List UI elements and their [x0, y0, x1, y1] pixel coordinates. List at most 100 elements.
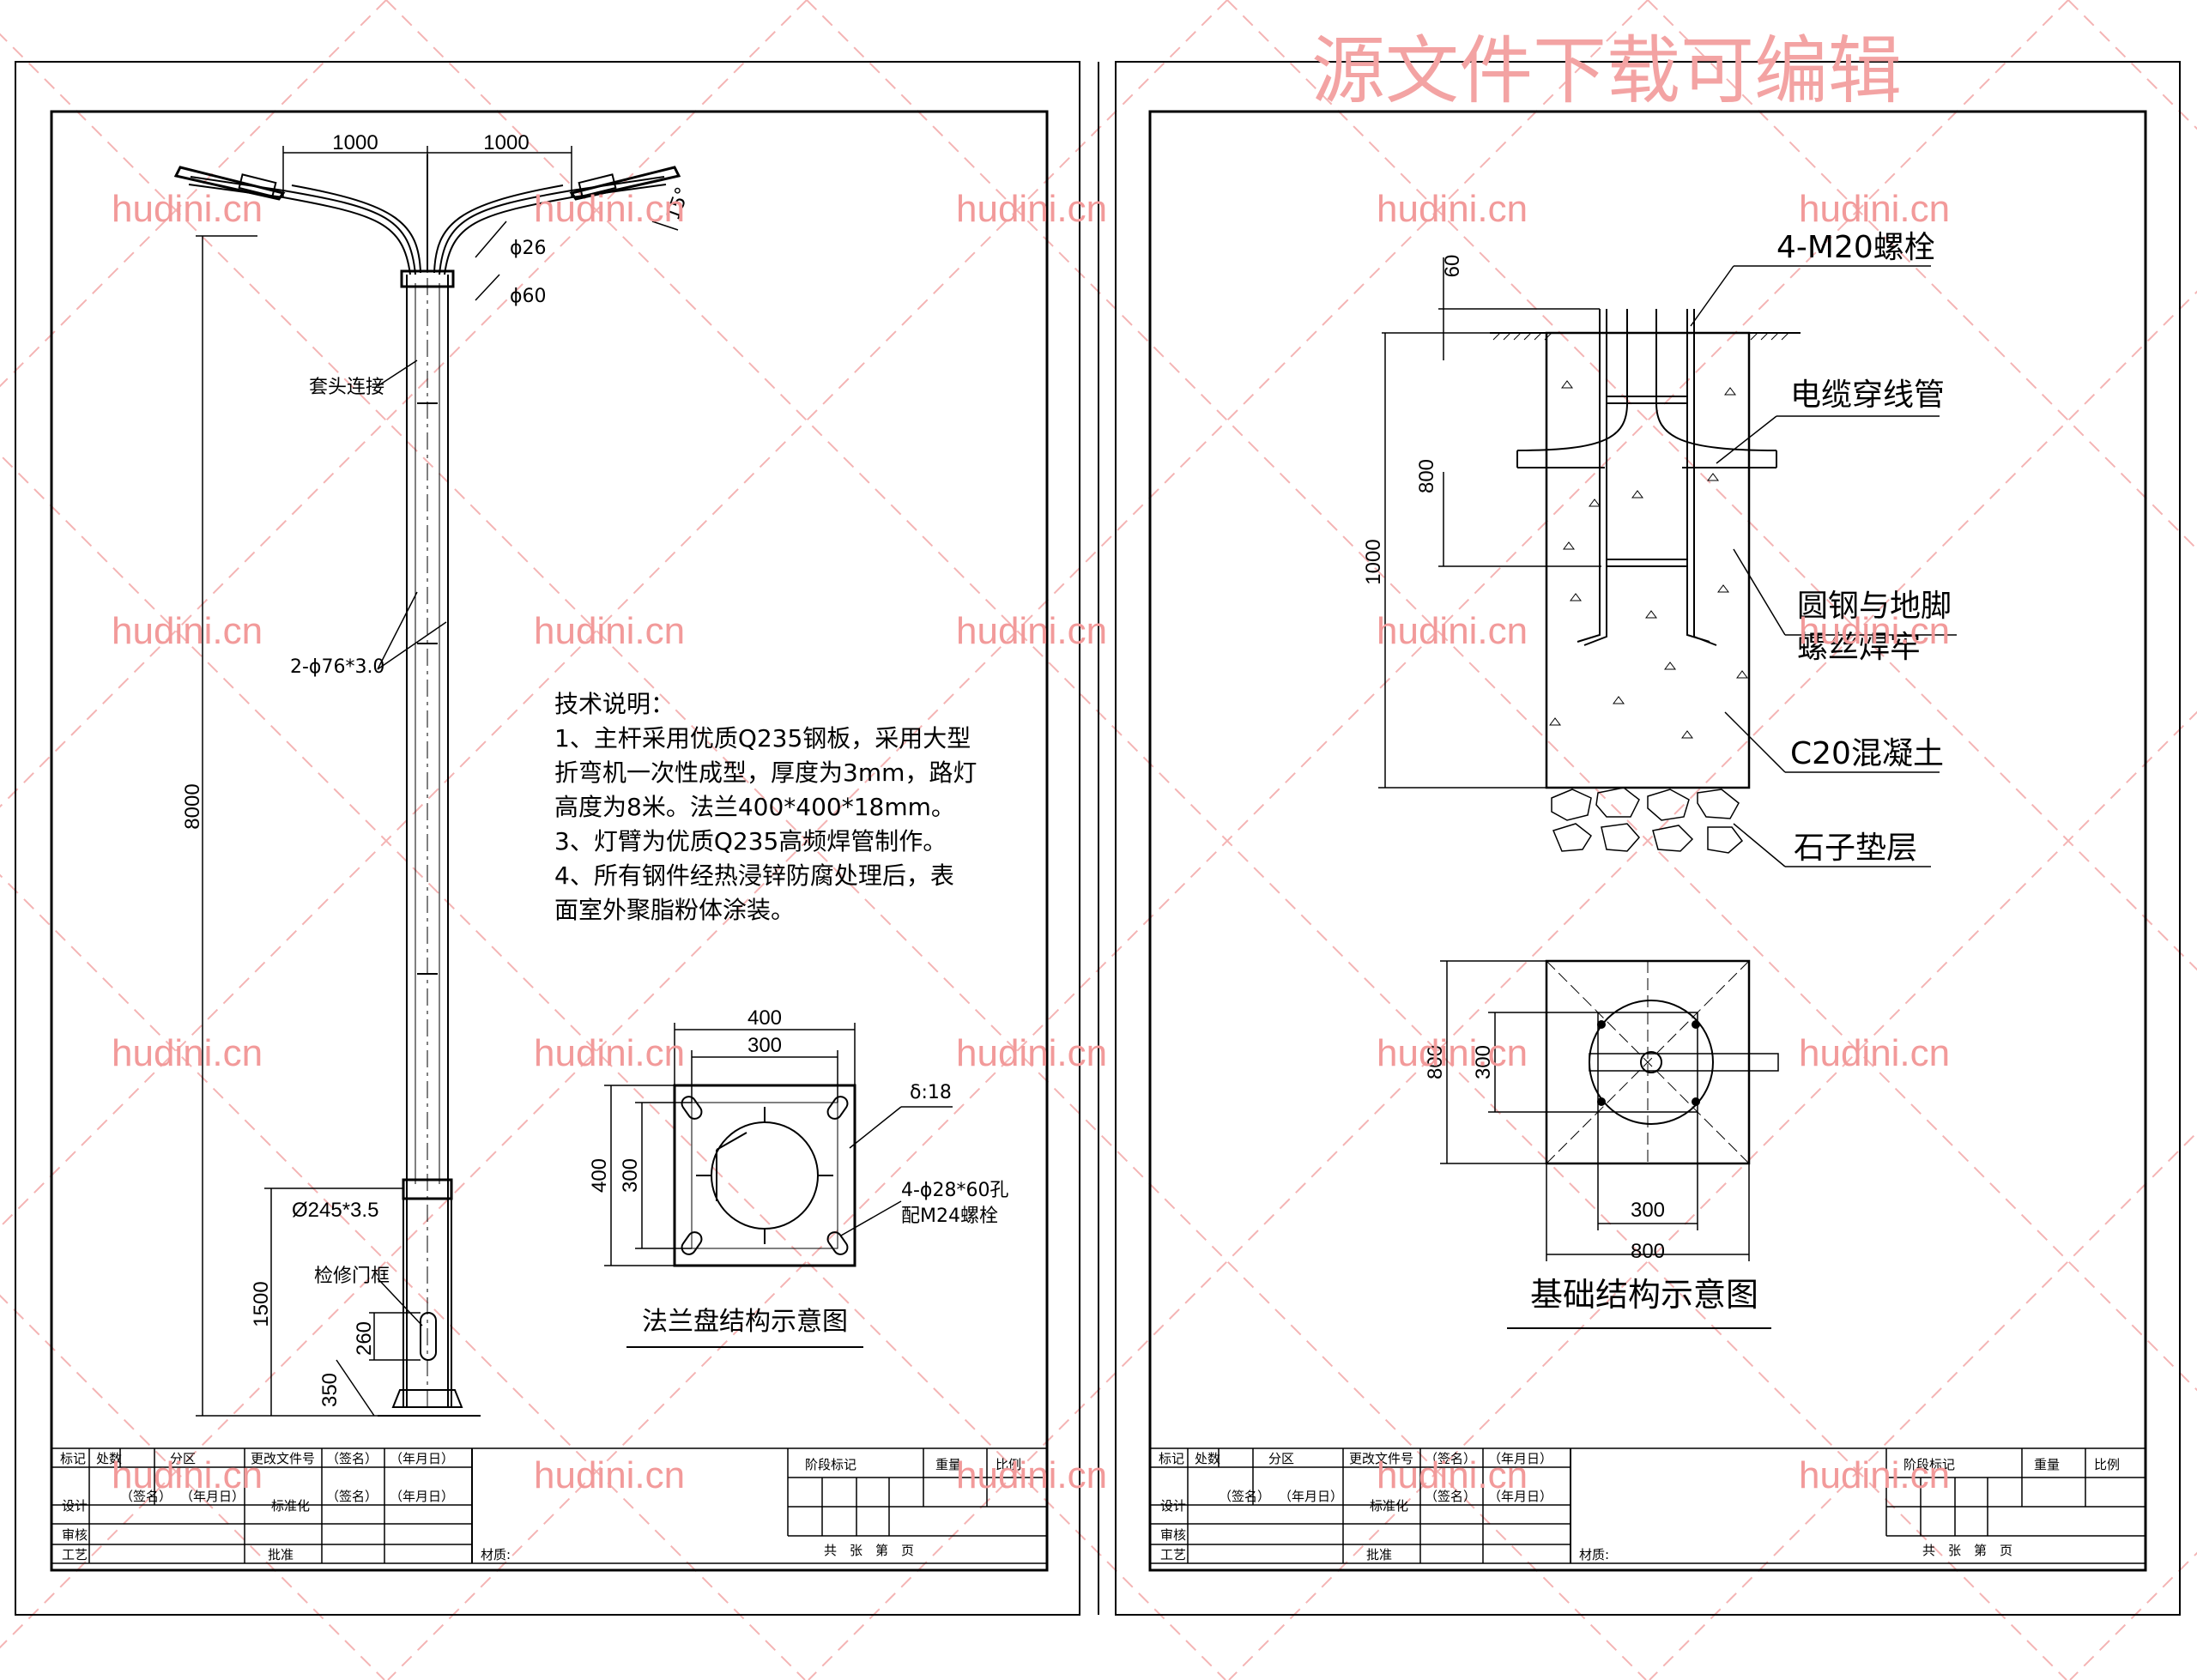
tb-review: 审核	[1160, 1527, 1186, 1543]
watermark-tile: hudini.cn	[534, 188, 685, 230]
flange-bolts: 配M24螺栓	[901, 1206, 998, 1227]
tb-std-date: （年月日）	[1488, 1489, 1552, 1504]
label-concrete: C20混凝土	[1790, 736, 1944, 771]
dim-dia-60: ϕ60	[510, 286, 547, 307]
tb-standard: 标准化	[271, 1498, 310, 1514]
foundation-section-dims	[1378, 257, 1957, 867]
title-block-left: 标记 处数 分区 更改文件号 （签名） （年月日） 设计 （签名） （年月日） …	[51, 1447, 1048, 1564]
tech-note-line: 4、所有钢件经热浸锌防腐处理后，表	[554, 861, 954, 890]
watermark-line	[2069, 1551, 2197, 1680]
tb-design-sign: （签名）	[120, 1489, 172, 1504]
tb-design: 设计	[62, 1498, 88, 1514]
tb-count: 处数	[96, 1451, 122, 1466]
tech-note-line: 折弯机一次性成型，厚度为3mm，路灯	[554, 758, 977, 787]
flange-labels: 400 300 400 300 δ:18 4-ϕ28*60孔 配M24螺栓 法兰…	[588, 1006, 1008, 1337]
watermark-line	[2067, 0, 2197, 130]
watermark-line	[0, 453, 1226, 1680]
dim-height-total: 8000	[181, 783, 204, 829]
watermark-top: 源文件下载可编辑	[1311, 28, 1902, 114]
tb-stage: 阶段标记	[1903, 1457, 1955, 1472]
label-bolts: 4-M20螺栓	[1776, 230, 1935, 265]
tech-notes: 技术说明： 1、主杆采用优质Q235钢板，采用大型 折弯机一次性成型，厚度为3m…	[554, 690, 977, 924]
watermark-tile: hudini.cn	[1799, 1032, 1950, 1074]
label-cable-duct: 电缆穿线管	[1790, 378, 1945, 413]
tb-design-date: （年月日）	[180, 1489, 245, 1504]
watermark-tile: hudini.cn	[1377, 188, 1528, 230]
tb-std-sign: （签名）	[326, 1489, 378, 1504]
flange-holes: 4-ϕ28*60孔	[901, 1180, 1008, 1201]
dim-h-260: 260	[353, 1321, 376, 1356]
tb-process: 工艺	[1160, 1547, 1186, 1562]
watermark-tile: hudini.cn	[1799, 1454, 1950, 1496]
plan-dim-800-h: 800	[1631, 1240, 1665, 1263]
watermark-tile: hudini.cn	[956, 1032, 1107, 1074]
tb-change-doc: 更改文件号	[1349, 1451, 1413, 1466]
tech-note-line: 面室外聚脂粉体涂装。	[554, 896, 795, 924]
dim-dia-26: ϕ26	[510, 238, 547, 259]
tb-change-doc: 更改文件号	[251, 1451, 315, 1466]
flange-w-400: 400	[747, 1006, 782, 1030]
watermark-tile: hudini.cn	[534, 1454, 685, 1496]
tech-note-line: 高度为8米。法兰400*400*18mm。	[554, 793, 955, 821]
foundation-section-labels: 4-M20螺栓 电缆穿线管 圆钢与地脚 螺丝焊牢 C20混凝土 石子垫层 60 …	[1362, 230, 1952, 866]
tb-sign: （签名）	[326, 1451, 378, 1466]
watermark-text: hudini.cn hudini.cn hudini.cn hudini.cn hudi…	[112, 188, 1950, 1496]
flange-caption: 法兰盘结构示意图	[642, 1307, 848, 1337]
foundation-plan-labels: 800 300 300 800 基础结构示意图	[1424, 1045, 1758, 1314]
watermark-tile: hudini.cn	[112, 188, 263, 230]
watermark-tile: hudini.cn	[534, 610, 685, 652]
dim-h-350: 350	[318, 1373, 342, 1407]
label-gravel: 石子垫层	[1794, 831, 1917, 866]
tb-approve: 批准	[1366, 1547, 1392, 1562]
pole-dim-labels: 1000 1000 15° ϕ26 ϕ60 套头连接 2-ϕ76*3.0 800…	[181, 131, 694, 1407]
flange-plate	[673, 1084, 856, 1267]
tb-sign: （签名）	[1425, 1451, 1476, 1466]
watermark-line	[0, 1294, 385, 1680]
dim-h-1500: 1500	[250, 1281, 273, 1326]
flange-w-300: 300	[747, 1034, 782, 1057]
tb-stage: 阶段标记	[805, 1457, 856, 1472]
dim-800: 800	[1415, 459, 1438, 493]
foundation-plan-dims	[1440, 960, 1771, 1329]
tech-note-line: 1、主杆采用优质Q235钢板，采用大型	[554, 724, 971, 752]
watermark-tile: hudini.cn	[1377, 1454, 1528, 1496]
label-sleeve-joint: 套头连接	[309, 377, 384, 398]
watermark-tile: hudini.cn	[1377, 610, 1528, 652]
dim-60: 60	[1441, 255, 1464, 278]
flange-h-300: 300	[619, 1158, 642, 1193]
dim-arm-left: 1000	[332, 131, 378, 154]
label-weld-line1: 圆钢与地脚	[1797, 589, 1952, 624]
flange-thickness: δ:18	[910, 1082, 952, 1103]
tb-design-date: （年月日）	[1279, 1489, 1343, 1504]
tb-count: 处数	[1195, 1451, 1220, 1466]
tech-notes-heading: 技术说明：	[554, 690, 675, 718]
tb-scale: 比例	[996, 1457, 1021, 1472]
tech-note-line: 3、灯臂为优质Q235高频焊管制作。	[554, 827, 947, 855]
tb-date: （年月日）	[1488, 1451, 1552, 1466]
plan-dim-300-v: 300	[1472, 1045, 1495, 1079]
watermark-tile: hudini.cn	[112, 1454, 263, 1496]
tb-material: 材质:	[481, 1547, 511, 1562]
watermark-tile: hudini.cn	[956, 188, 1107, 230]
watermark-tile: hudini.cn	[112, 1032, 263, 1074]
foundation-plan	[1545, 959, 1779, 1165]
tb-scale: 比例	[2094, 1457, 2120, 1472]
dim-arm-right: 1000	[483, 131, 529, 154]
tb-zone: 分区	[170, 1451, 196, 1466]
title-block-right: 标记 处数 分区 更改文件号 （签名） （年月日） 设计 （签名） （年月日） …	[1149, 1447, 2146, 1564]
tb-approve: 批准	[268, 1547, 294, 1562]
tb-date: （年月日）	[390, 1451, 454, 1466]
label-weld-line2: 螺丝焊牢	[1797, 630, 1921, 665]
sheet-borders	[15, 61, 2181, 1616]
dim-1000: 1000	[1362, 539, 1385, 584]
tb-sheets: 共 张 第 页	[824, 1543, 914, 1558]
dim-base-dia: Ø245*3.5	[292, 1199, 378, 1222]
pole-elevation	[173, 154, 681, 1417]
watermark-line	[1226, 0, 2197, 971]
watermark-tile: hudini.cn	[956, 610, 1107, 652]
watermark-tile: hudini.cn	[956, 1454, 1107, 1496]
watermark-tile: hudini.cn	[112, 610, 263, 652]
dim-dia-76: 2-ϕ76*3.0	[290, 656, 384, 678]
tb-weight: 重量	[2034, 1457, 2060, 1472]
tb-mark: 标记	[1159, 1451, 1184, 1466]
